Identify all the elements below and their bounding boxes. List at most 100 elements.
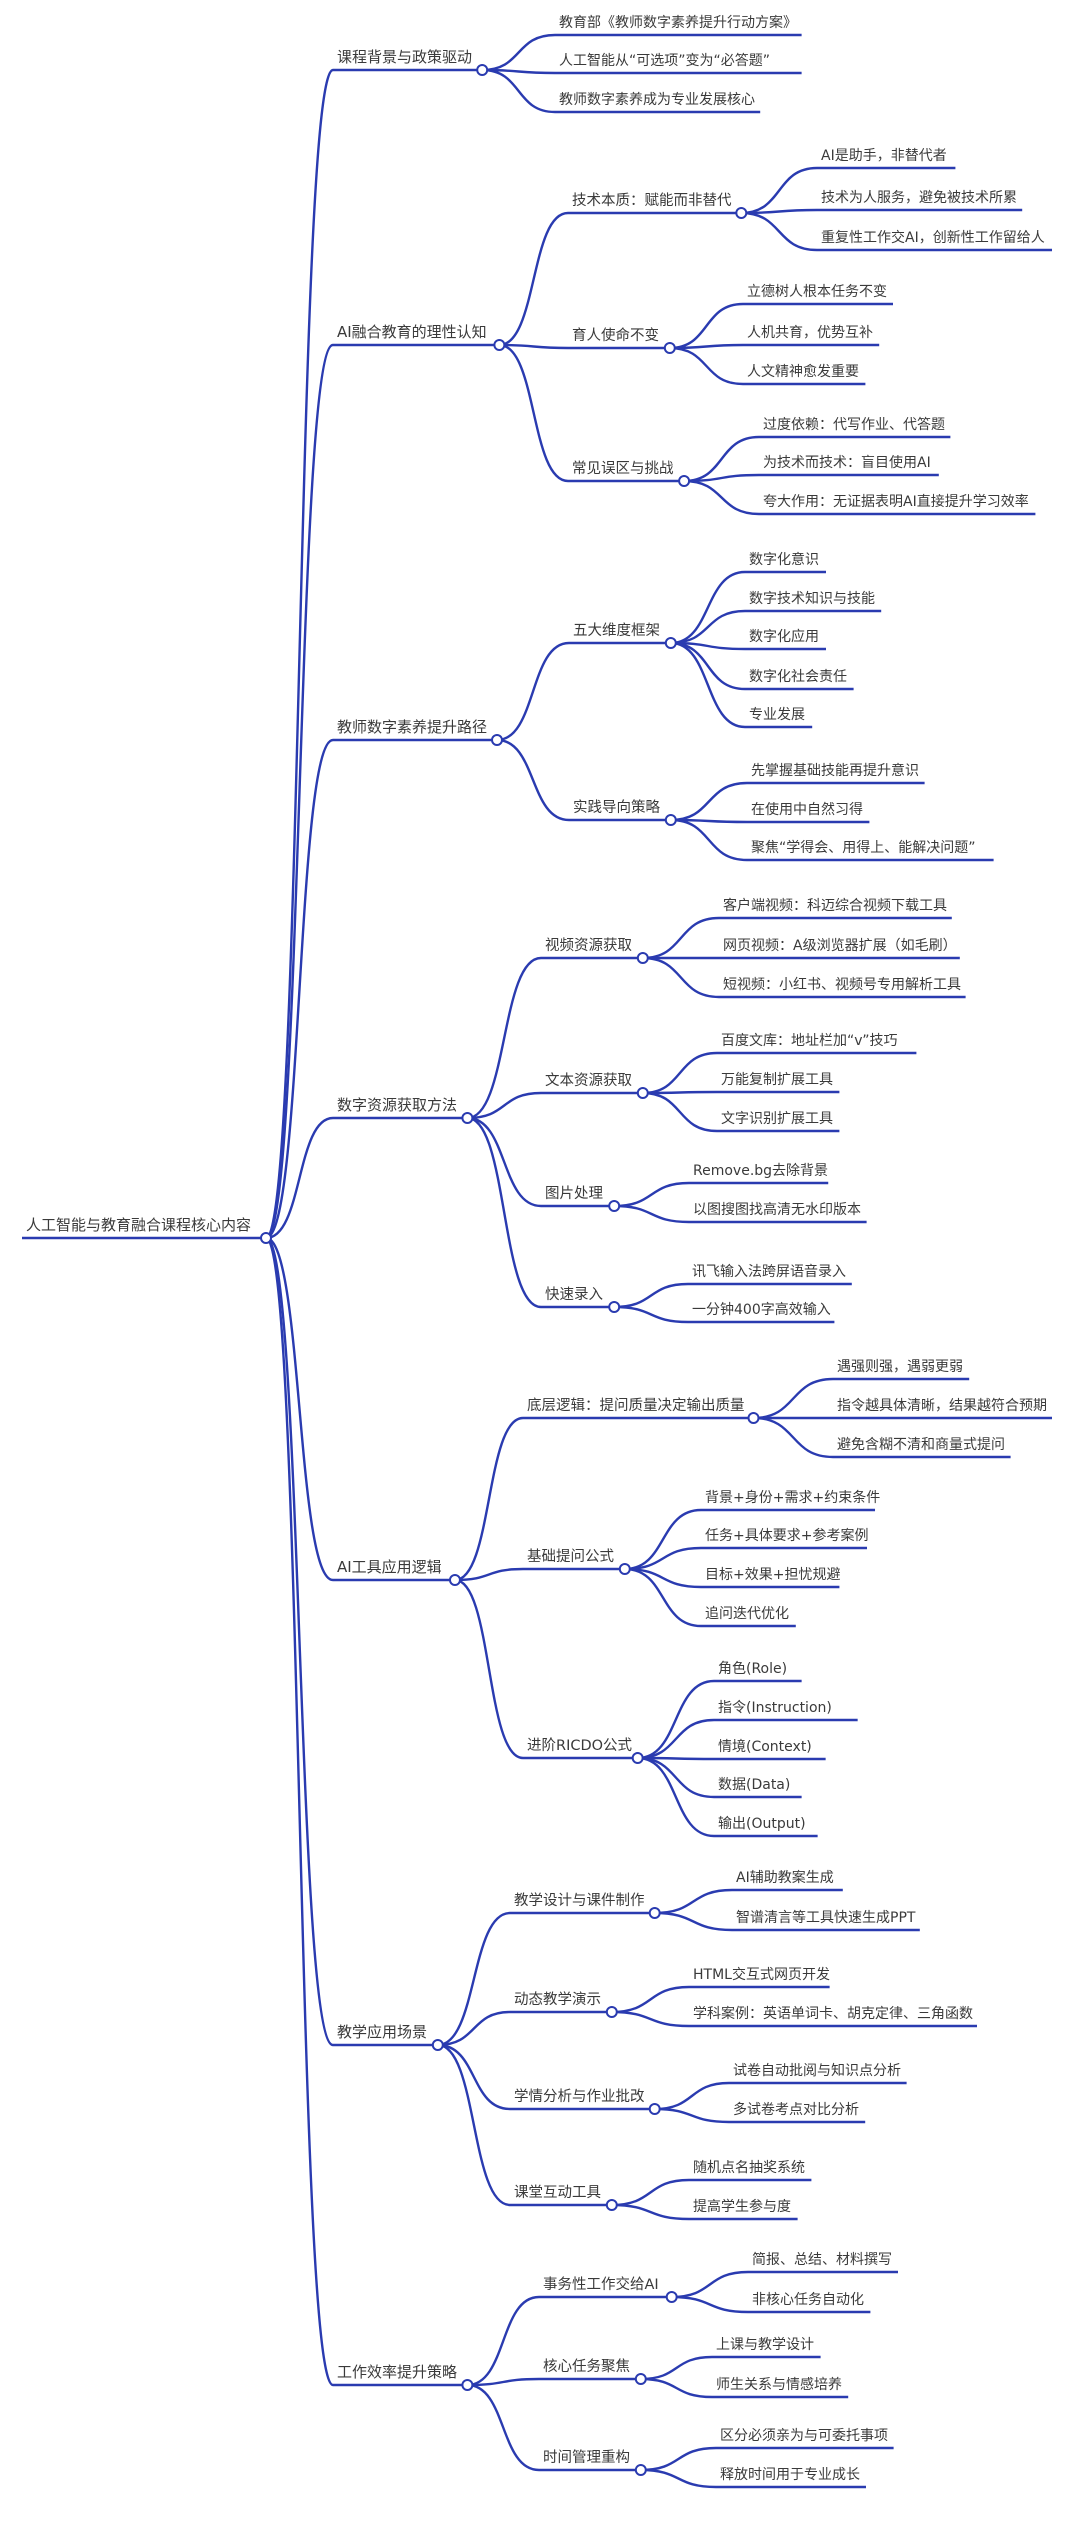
branch-4-label: AI工具应用逻辑 bbox=[337, 1558, 442, 1576]
branch-0-edge bbox=[264, 68, 335, 1240]
branch-5-sub-1-leaf-1: 学科案例：英语单词卡、胡克定律、三角函数 bbox=[689, 2005, 977, 2028]
branch-1-sub-1-leaf-2-label: 人文精神愈发重要 bbox=[747, 364, 859, 380]
branch-3-sub-0-leaf-1-label: 网页视频：A级浏览器扩展（如毛刷） bbox=[723, 938, 957, 954]
branch-5-sub-1-label: 动态教学演示 bbox=[514, 1991, 601, 2008]
branch-6-sub-2: 时间管理重构 bbox=[539, 2449, 637, 2472]
branch-4-sub-1-leaf-2-label: 目标+效果+担忧规避 bbox=[705, 1567, 840, 1583]
branch-5-sub-0-leaf-1: 智谱清言等工具快速生成PPT bbox=[732, 1909, 920, 1932]
branch-1-sub-2-dot bbox=[678, 475, 691, 487]
branch-3-sub-1-leaf-1-label: 万能复制扩展工具 bbox=[721, 1071, 833, 1088]
branch-5-sub-0-dot bbox=[648, 1907, 661, 1919]
branch-2-sub-1-leaf-0-edge bbox=[670, 781, 748, 822]
branch-1-sub-2-leaf-0-edge bbox=[684, 435, 760, 483]
branch-0-leaf-2-edge bbox=[482, 68, 556, 114]
branch-6-sub-2-leaf-1: 释放时间用于专业成长 bbox=[716, 2467, 866, 2489]
branch-1-label: AI融合教育的理性认知 bbox=[337, 323, 487, 341]
branch-5-sub-3-leaf-1-label: 提高学生参与度 bbox=[693, 2198, 791, 2215]
branch-3-sub-0-edge bbox=[467, 956, 542, 1120]
branch-3-sub-2: 图片处理 bbox=[541, 1185, 611, 1208]
branch-6-edge bbox=[264, 1236, 335, 2387]
branch-6-sub-1-edge bbox=[467, 2377, 540, 2387]
branch-4-sub-2-leaf-2: 情境(Context) bbox=[714, 1739, 826, 1761]
branch-3-sub-3-leaf-1-edge bbox=[614, 1305, 689, 1324]
branch-2-sub-0-leaf-0: 数字化意识 bbox=[745, 551, 826, 574]
branch-4-sub-2-leaf-4-label: 输出(Output) bbox=[718, 1816, 806, 1832]
branch-4-sub-2-leaf-1-label: 指令(Instruction) bbox=[718, 1700, 832, 1716]
root-node-label: 人工智能与教育融合课程核心内容 bbox=[26, 1216, 251, 1234]
branch-2-label: 教师数字素养提升路径 bbox=[337, 718, 487, 736]
branch-4-sub-0-leaf-1-label: 指令越具体清晰，结果越符合预期 bbox=[837, 1398, 1047, 1414]
branch-3-sub-2-edge bbox=[467, 1116, 542, 1208]
branch-1-sub-1: 育人使命不变 bbox=[568, 326, 666, 350]
branch-1-sub-1-label: 育人使命不变 bbox=[572, 326, 659, 344]
branch-4-sub-0-leaf-2-label: 避免含糊不清和商量式提问 bbox=[837, 1437, 1005, 1453]
branch-4-sub-1-leaf-2: 目标+效果+担忧规避 bbox=[701, 1567, 840, 1589]
branch-0-dot bbox=[476, 64, 489, 76]
branch-5-sub-2-leaf-0-edge bbox=[654, 2081, 730, 2111]
branch-3-sub-0-leaf-2-label: 短视频：小红书、视频号专用解析工具 bbox=[723, 977, 961, 993]
branch-5-sub-3: 课堂互动工具 bbox=[510, 2184, 608, 2207]
branch-3-sub-3-leaf-0-label: 讯飞输入法跨屏语音录入 bbox=[692, 1263, 846, 1280]
branch-3-sub-0-leaf-0: 客户端视频：科迈综合视频下载工具 bbox=[719, 897, 952, 920]
branch-0-leaf-2-label: 教师数字素养成为专业发展核心 bbox=[559, 92, 755, 108]
branch-3-sub-3-edge bbox=[467, 1116, 542, 1309]
branch-2-sub-1-leaf-2-label: 聚焦“学得会、用得上、能解决问题” bbox=[751, 839, 976, 856]
branch-4: AI工具应用逻辑 bbox=[333, 1558, 451, 1582]
branch-5-sub-1-edge bbox=[437, 2010, 511, 2047]
branch-3-sub-1-label: 文本资源获取 bbox=[545, 1072, 632, 1089]
branch-4-sub-2-leaf-3: 数据(Data) bbox=[714, 1777, 802, 1799]
branch-1-sub-2: 常见误区与挑战 bbox=[568, 460, 681, 483]
branch-4-sub-2-leaf-0: 角色(Role) bbox=[714, 1660, 802, 1683]
branch-1-sub-2-edge bbox=[499, 343, 569, 483]
branch-4-sub-2: 进阶RICDO公式 bbox=[523, 1737, 634, 1760]
branch-6-sub-0-leaf-0: 简报、总结、材料撰写 bbox=[748, 2251, 898, 2274]
branch-2-sub-1-leaf-2: 聚焦“学得会、用得上、能解决问题” bbox=[747, 839, 994, 862]
branch-2-sub-0-leaf-3: 数字化社会责任 bbox=[745, 669, 854, 691]
branch-3-sub-2-leaf-1-edge bbox=[614, 1204, 690, 1224]
branch-4-sub-0: 底层逻辑：提问质量决定输出质量 bbox=[523, 1397, 750, 1420]
branch-5-sub-2: 学情分析与作业批改 bbox=[510, 2088, 651, 2111]
branch-3-sub-1-leaf-0: 百度文库：地址栏加“v”技巧 bbox=[717, 1033, 917, 1055]
branch-5-sub-3-leaf-0-label: 随机点名抽奖系统 bbox=[693, 2159, 805, 2176]
branch-1-dot bbox=[493, 339, 506, 351]
branch-1-sub-0-leaf-1: 技术为人服务，避免被技术所累 bbox=[817, 190, 1023, 212]
branch-3-sub-1-edge bbox=[467, 1091, 542, 1120]
branch-2-sub-0-leaf-1-label: 数字技术知识与技能 bbox=[749, 590, 875, 607]
branch-5-sub-2-leaf-0: 试卷自动批阅与知识点分析 bbox=[729, 2062, 907, 2085]
branch-5-sub-1-leaf-1-edge bbox=[611, 2010, 690, 2028]
branch-5-sub-1-leaf-0-edge bbox=[611, 1985, 690, 2014]
branch-5-label: 教学应用场景 bbox=[337, 2023, 427, 2041]
branch-4-sub-0-leaf-0: 遇强则强，遇弱更弱 bbox=[833, 1359, 970, 1381]
branch-4-sub-1-leaf-0-label: 背景+身份+需求+约束条件 bbox=[705, 1489, 880, 1506]
branch-3-sub-0-leaf-2-edge bbox=[642, 956, 720, 999]
branch-2: 教师数字素养提升路径 bbox=[333, 718, 493, 742]
branch-4-sub-0-leaf-2-edge bbox=[753, 1416, 834, 1459]
branch-5-sub-0-leaf-1-edge bbox=[654, 1911, 733, 1932]
branch-3-sub-2-leaf-1-label: 以图搜图找高清无水印版本 bbox=[693, 1201, 861, 1218]
branch-1-sub-2-leaf-1: 为技术而技术：盲目使用AI bbox=[759, 454, 939, 477]
branch-2-sub-1-leaf-2-edge bbox=[670, 818, 748, 862]
branch-2-sub-1-leaf-0-label: 先掌握基础技能再提升意识 bbox=[751, 762, 919, 779]
branch-2-sub-1-leaf-0: 先掌握基础技能再提升意识 bbox=[747, 762, 925, 785]
branch-4-edge bbox=[265, 1236, 334, 1582]
branch-4-sub-0-label: 底层逻辑：提问质量决定输出质量 bbox=[527, 1397, 745, 1414]
branch-3-sub-1-leaf-0-edge bbox=[642, 1051, 718, 1095]
branch-6-sub-2-leaf-1-label: 释放时间用于专业成长 bbox=[720, 2467, 860, 2483]
branch-5-edge bbox=[265, 1236, 334, 2047]
branch-2-sub-1-label: 实践导向策略 bbox=[573, 799, 660, 816]
branch-5-sub-2-leaf-0-label: 试卷自动批阅与知识点分析 bbox=[733, 2062, 901, 2079]
branch-5: 教学应用场景 bbox=[333, 2023, 434, 2047]
branch-0-leaf-0-label: 教育部《教师数字素养提升行动方案》 bbox=[559, 14, 797, 31]
branch-6-sub-0-leaf-1: 非核心任务自动化 bbox=[748, 2292, 871, 2314]
branch-2-sub-0-edge bbox=[496, 641, 570, 742]
branch-4-sub-1-leaf-0: 背景+身份+需求+约束条件 bbox=[701, 1489, 880, 1512]
branch-5-sub-0-leaf-1-label: 智谱清言等工具快速生成PPT bbox=[736, 1909, 916, 1926]
branch-3-sub-2-leaf-1: 以图搜图找高清无水印版本 bbox=[689, 1201, 867, 1224]
branch-1-sub-0-leaf-0: AI是助手，非替代者 bbox=[817, 148, 956, 170]
branch-4-sub-1-dot bbox=[618, 1563, 631, 1575]
branch-4-sub-2-leaf-0-edge bbox=[637, 1679, 715, 1760]
branch-1-sub-2-leaf-2: 夸大作用：无证据表明AI直接提升学习效率 bbox=[759, 493, 1036, 516]
branch-2-sub-1-edge bbox=[496, 738, 570, 822]
branch-3-sub-3-leaf-1: 一分钟400字高效输入 bbox=[688, 1301, 835, 1324]
branch-0-label: 课程背景与政策驱动 bbox=[337, 48, 472, 66]
